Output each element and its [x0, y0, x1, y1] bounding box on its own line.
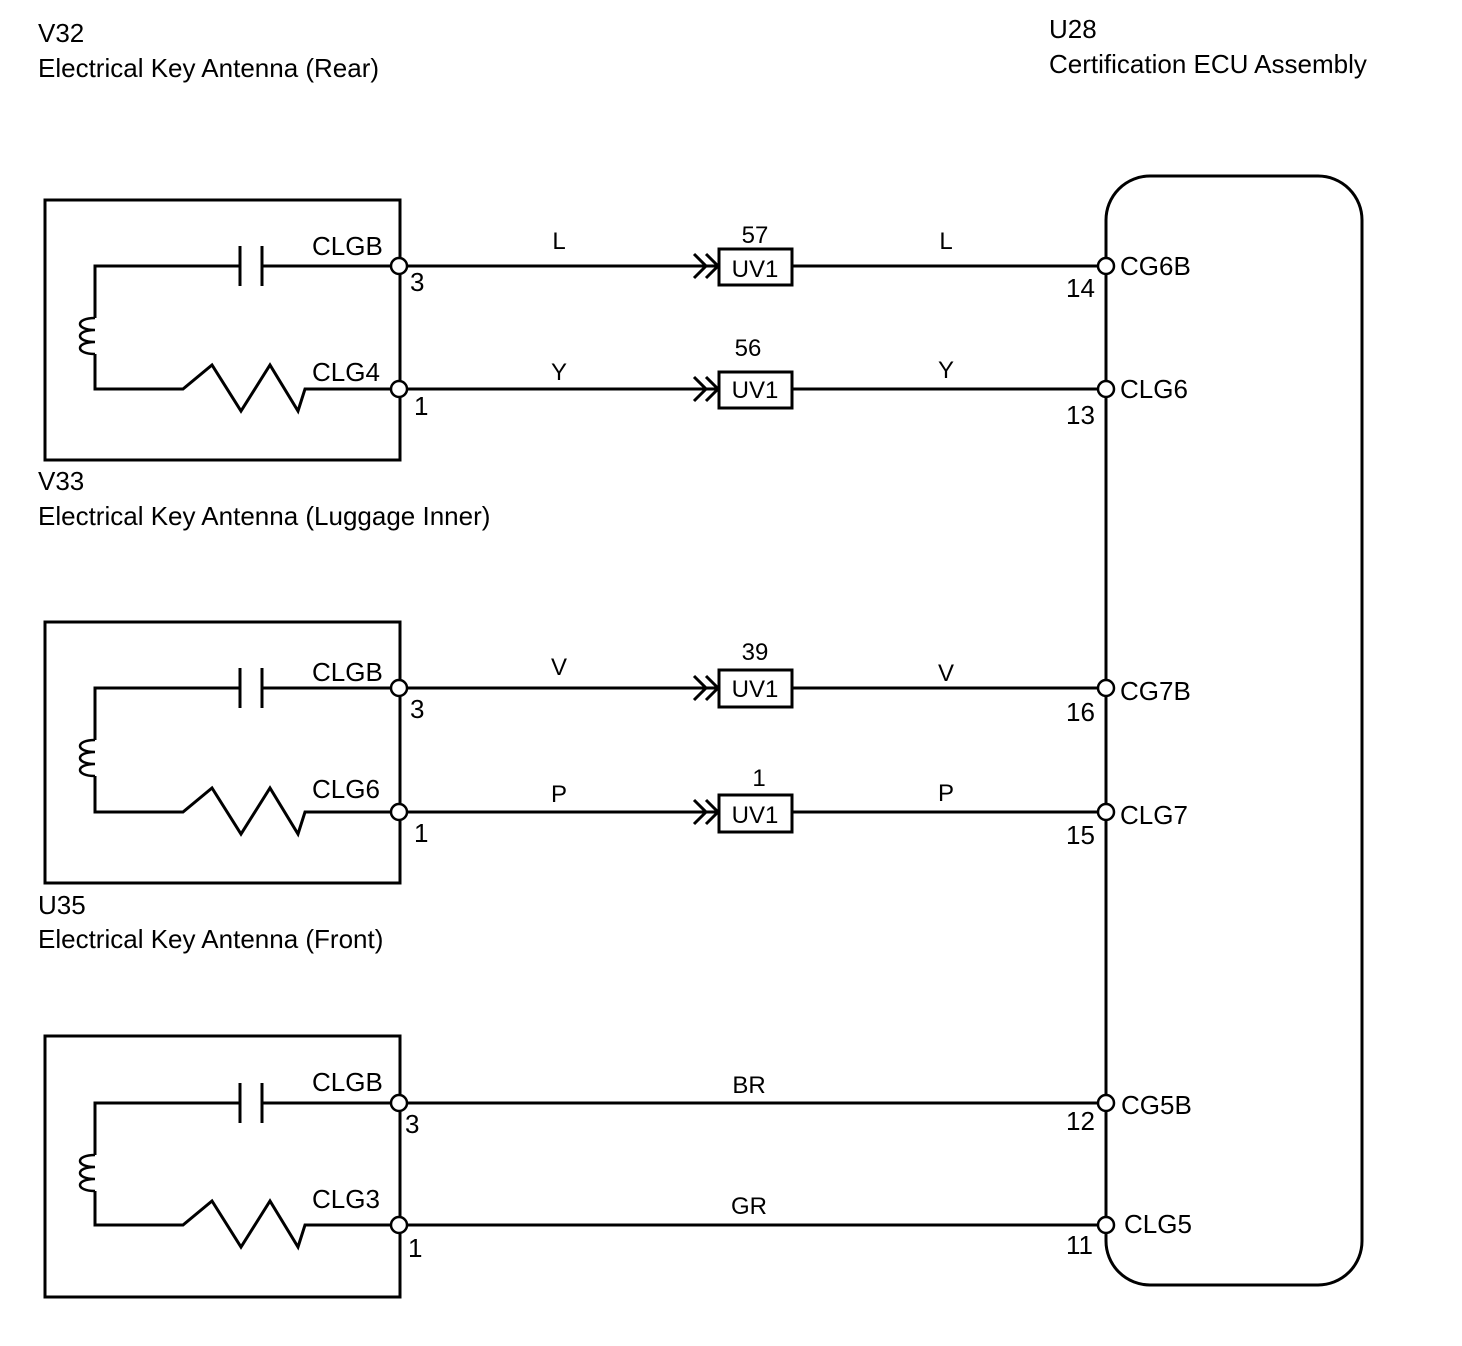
- ecu-terminal: CLG7 15: [1066, 800, 1188, 850]
- ecu-terminal-name: CLG5: [1124, 1209, 1192, 1239]
- front-antenna-id: U35: [38, 890, 86, 920]
- terminal-name: CLGB: [312, 231, 383, 261]
- antenna-housing: [43, 1034, 402, 1299]
- coil-icon: [78, 1153, 96, 1193]
- resistor-branch: [93, 776, 399, 838]
- ecu-box: [1104, 174, 1364, 1287]
- terminal-pin: [389, 678, 409, 698]
- wire-color: GR: [731, 1193, 767, 1220]
- terminal-pin: [1096, 802, 1116, 822]
- ecu-id: U28: [1049, 14, 1097, 44]
- capacitor-branch: [93, 1101, 399, 1155]
- connector-pin-number: 57: [742, 222, 769, 249]
- wire-color-left: Y: [551, 359, 567, 386]
- connector-name: UV1: [732, 256, 779, 283]
- wire-color-right: V: [938, 660, 954, 687]
- luggage-antenna-name: Electrical Key Antenna (Luggage Inner): [38, 501, 490, 531]
- wire-color: BR: [732, 1072, 765, 1099]
- ecu-terminal-name: CLG7: [1120, 800, 1188, 830]
- luggage-antenna-id: V33: [38, 466, 84, 496]
- terminal-pin: [389, 1215, 409, 1235]
- capacitor-branch: [93, 686, 399, 740]
- antenna-block-front: CLGB 3 CLG3 1: [43, 1034, 422, 1299]
- terminal-pin: [389, 802, 409, 822]
- ecu-terminal-name: CG5B: [1121, 1090, 1192, 1120]
- capacitor-branch: [93, 264, 399, 318]
- terminal-pin: [389, 256, 409, 276]
- wire-color-right: Y: [938, 357, 954, 384]
- wire-color-right: P: [938, 780, 954, 807]
- coil-icon: [78, 316, 96, 356]
- terminal-pin: [1096, 256, 1116, 276]
- terminal-name: CLGB: [312, 657, 383, 687]
- terminal-pin-number: 1: [414, 818, 428, 848]
- terminal-pin: [1096, 1093, 1116, 1113]
- antenna-block-rear: CLGB 3 CLG4 1: [43, 198, 428, 462]
- connector-pin-number: 1: [752, 765, 765, 792]
- connector-pin-number: 56: [735, 335, 762, 362]
- ecu-pin-number: 11: [1066, 1230, 1093, 1260]
- ecu-terminal: CLG6 13: [1066, 374, 1188, 430]
- rear-antenna-name: Electrical Key Antenna (Rear): [38, 53, 379, 83]
- rear-antenna-id: V32: [38, 18, 84, 48]
- resistor-branch: [93, 1191, 399, 1251]
- ecu-pin-number: 14: [1066, 273, 1095, 303]
- terminal-pin: [389, 379, 409, 399]
- ecu-terminal: CG7B 16: [1066, 676, 1191, 727]
- coil-icon: [78, 738, 96, 778]
- terminal-pin-number: 1: [408, 1233, 422, 1263]
- wire-color-right: L: [939, 228, 952, 255]
- terminal-pin-number: 3: [410, 267, 424, 297]
- ecu-terminal: CG5B 12: [1066, 1090, 1192, 1136]
- ecu-name: Certification ECU Assembly: [1049, 49, 1367, 79]
- resistor-branch: [93, 354, 399, 415]
- connector-name: UV1: [732, 377, 779, 404]
- terminal-pin: [1096, 379, 1116, 399]
- terminal-pin: [1096, 1215, 1116, 1235]
- connector-pin-number: 39: [742, 639, 769, 666]
- wire-direct: BR: [407, 1072, 1098, 1105]
- terminal-pin-number: 3: [410, 694, 424, 724]
- ecu-pin-number: 12: [1066, 1106, 1095, 1136]
- wire-color-left: V: [551, 654, 567, 681]
- terminal-name: CLG3: [312, 1184, 380, 1214]
- wire-color-left: L: [552, 228, 565, 255]
- front-antenna-name: Electrical Key Antenna (Front): [38, 924, 383, 954]
- connector-name: UV1: [732, 676, 779, 703]
- wire-color-left: P: [551, 781, 567, 808]
- connector-name: UV1: [732, 802, 779, 829]
- antenna-housing: [43, 198, 402, 462]
- terminal-name: CLG4: [312, 357, 380, 387]
- wire-through-connector: P P 1 UV1: [407, 765, 1098, 834]
- antenna-block-luggage: CLGB 3 CLG6 1: [43, 620, 428, 885]
- terminal-pin-number: 3: [405, 1109, 419, 1139]
- ecu-pin-number: 13: [1066, 400, 1095, 430]
- ecu-terminal-name: CG7B: [1120, 676, 1191, 706]
- ecu-terminal-name: CG6B: [1120, 251, 1191, 281]
- ecu-terminal-name: CLG6: [1120, 374, 1188, 404]
- wire-through-connector: L L 57 UV1: [407, 222, 1098, 287]
- ecu-terminal: CG6B 14: [1066, 251, 1191, 303]
- terminal-pin-number: 1: [414, 391, 428, 421]
- wire-direct: GR: [407, 1193, 1098, 1227]
- terminal-name: CLGB: [312, 1067, 383, 1097]
- ecu-pin-number: 15: [1066, 820, 1095, 850]
- wire-through-connector: Y Y 56 UV1: [407, 335, 1098, 410]
- terminal-name: CLG6: [312, 774, 380, 804]
- ecu-terminal: CLG5 11: [1066, 1209, 1192, 1260]
- wire-through-connector: V V 39 UV1: [407, 639, 1098, 709]
- antenna-housing: [43, 620, 402, 885]
- ecu-pin-number: 16: [1066, 697, 1095, 727]
- terminal-pin: [1096, 678, 1116, 698]
